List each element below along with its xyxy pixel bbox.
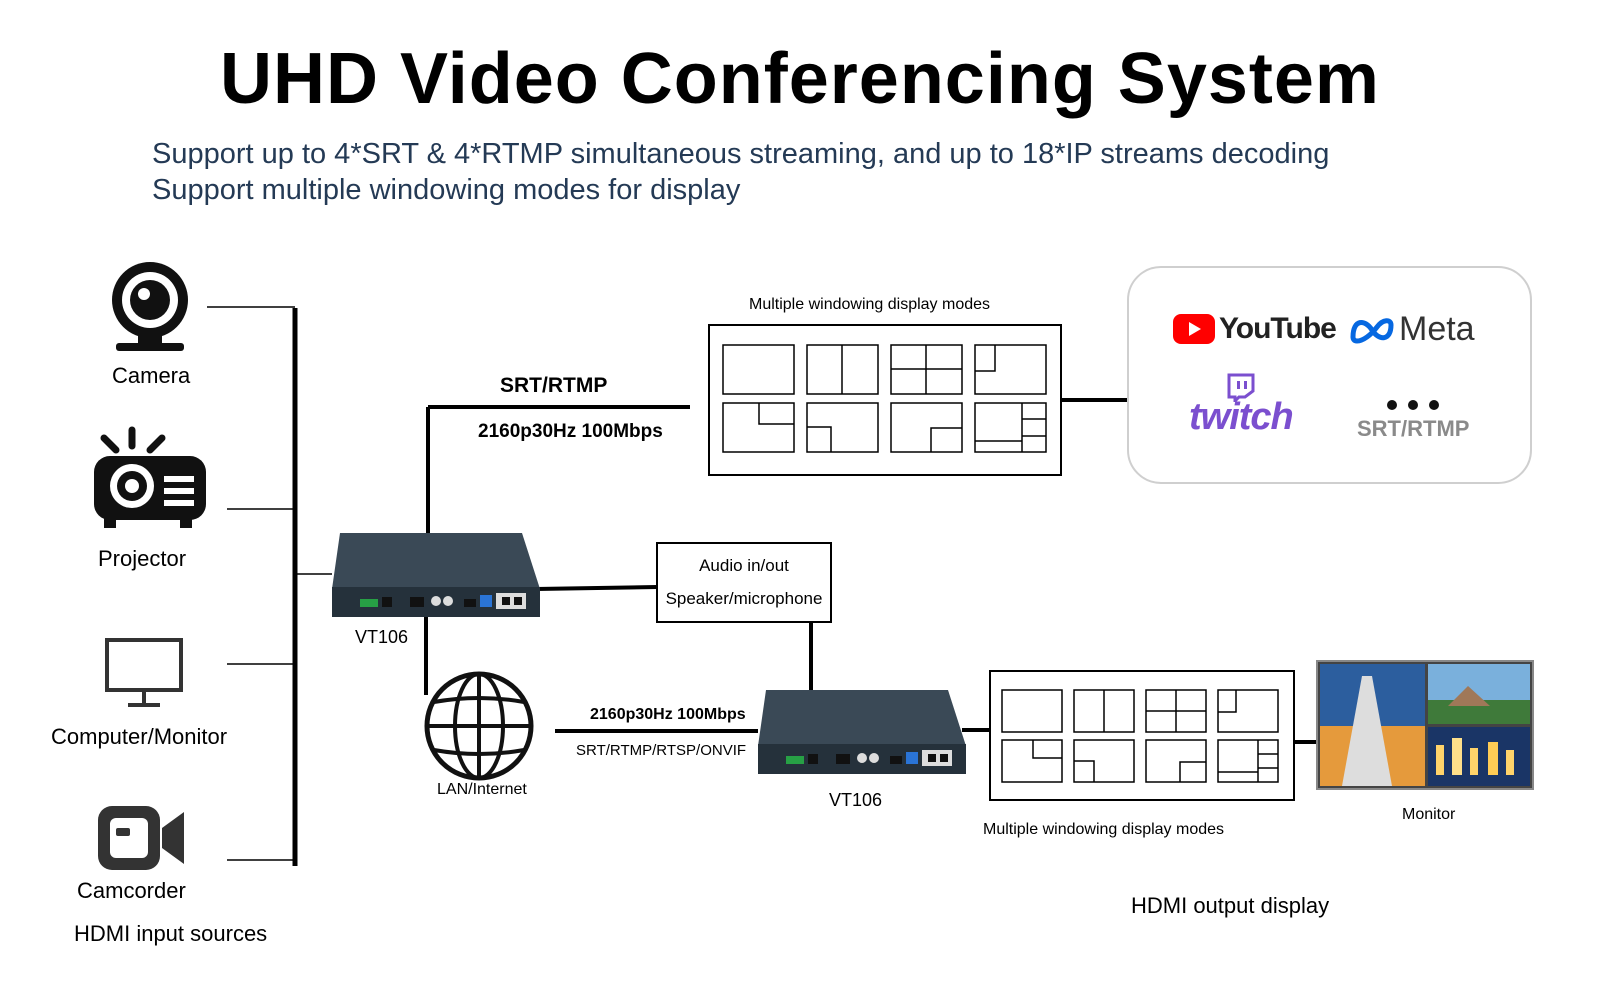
audio-box bbox=[656, 542, 832, 623]
encoder-device bbox=[332, 533, 540, 617]
source-label-camera: Camera bbox=[112, 363, 191, 388]
upstream-spec-label: 2160p30Hz 100Mbps bbox=[478, 421, 663, 442]
srt-rtmp-label: SRT/RTMP bbox=[500, 374, 608, 397]
decoder-device bbox=[758, 690, 966, 774]
network-spec-label: 2160p30Hz 100Mbps bbox=[590, 706, 746, 723]
display-modes-top-label: Multiple windowing display modes bbox=[749, 296, 991, 313]
source-label-computer-monitor: Computer/Monitor bbox=[51, 724, 228, 749]
subtitle-line-1: Support up to 4*SRT & 4*RTMP simultaneou… bbox=[152, 138, 1330, 170]
encoder-label: VT106 bbox=[355, 627, 409, 647]
source-label-camcorder: Camcorder bbox=[77, 878, 186, 903]
monitor-label: Monitor bbox=[1402, 806, 1456, 823]
streaming-platforms-card: YouTube Meta twitch SRT/RTMP bbox=[1127, 266, 1532, 484]
network-label: LAN/Internet bbox=[437, 781, 527, 798]
srt-rtmp-platform-label: SRT/RTMP bbox=[1357, 416, 1470, 441]
subtitle-line-2: Support multiple windowing modes for dis… bbox=[152, 174, 741, 206]
twitch-chat-icon bbox=[1227, 373, 1255, 402]
ellipsis-icon bbox=[1387, 400, 1440, 410]
audio-box-line-1: Audio in/out bbox=[699, 556, 789, 575]
display-modes-panel-bottom bbox=[989, 670, 1295, 801]
twitch-wordmark: twitch bbox=[1189, 396, 1294, 438]
camcorder-icon bbox=[98, 806, 184, 870]
globe-icon bbox=[424, 671, 534, 781]
meta-infinity-icon bbox=[1350, 317, 1394, 344]
audio-box-line-2: Speaker/microphone bbox=[665, 589, 823, 608]
decoder-label: VT106 bbox=[829, 790, 883, 810]
monitor-icon bbox=[105, 638, 183, 707]
display-modes-bottom-label: Multiple windowing display modes bbox=[983, 821, 1225, 838]
meta-logo: Meta bbox=[1349, 310, 1475, 349]
twitch-logo: twitch bbox=[1189, 372, 1294, 439]
page-title: UHD Video Conferencing System bbox=[220, 39, 1380, 119]
hdmi-output-display-label: HDMI output display bbox=[1131, 893, 1330, 918]
encoder-to-audio bbox=[535, 585, 658, 591]
display-modes-panel-top bbox=[708, 324, 1062, 476]
youtube-logo: YouTube bbox=[1173, 312, 1337, 346]
meta-wordmark: Meta bbox=[1399, 310, 1475, 348]
network-protocols-label: SRT/RTMP/RTSP/ONVIF bbox=[576, 742, 747, 759]
projector-icon bbox=[94, 426, 206, 528]
webcam-icon bbox=[112, 262, 188, 351]
source-label-projector: Projector bbox=[98, 546, 187, 571]
other-platforms: SRT/RTMP bbox=[1357, 398, 1469, 442]
monitor-screen-image bbox=[1316, 660, 1534, 790]
youtube-play-icon bbox=[1173, 314, 1215, 344]
youtube-wordmark: YouTube bbox=[1219, 312, 1337, 345]
hdmi-input-sources-label: HDMI input sources bbox=[74, 921, 268, 946]
